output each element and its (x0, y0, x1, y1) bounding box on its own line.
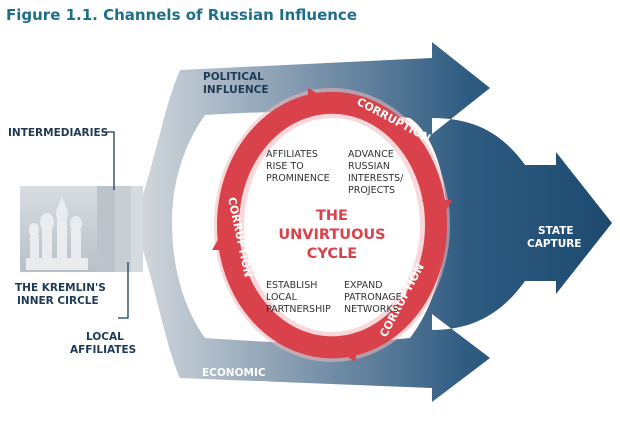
step-bottom-left-line2: LOCAL (266, 292, 298, 303)
step-bottom-right-line1: EXPAND (344, 280, 383, 291)
cycle-arc-left (216, 224, 341, 359)
inner-circle-label-line1: THE KREMLIN'S (15, 282, 106, 294)
cycle-title-line2: UNVIRTUOUS (278, 227, 385, 243)
step-bottom-right-line3: NETWORKS (344, 304, 399, 315)
cycle-title-line3: CYCLE (307, 246, 357, 262)
cycle-arc-bottom-right (338, 224, 448, 358)
economic-influence-label-line2: INFLUENCE (202, 380, 268, 392)
cycle-arc-top-left (216, 92, 327, 226)
cycle-arrowhead-left (212, 224, 242, 250)
figure-title: Figure 1.1. Channels of Russian Influenc… (6, 6, 357, 24)
step-top-right-line3: INTERESTS/ (348, 173, 404, 184)
cycle-arrowhead-bottom (330, 332, 356, 362)
step-top-right-line1: ADVANCE (348, 149, 394, 160)
economic-influence-label-line1: ECONOMIC (202, 367, 266, 379)
cycle-arrowhead-top (308, 88, 334, 118)
step-top-right-line2: RUSSIAN (348, 161, 390, 172)
influence-flow-shape (140, 42, 612, 402)
step-top-left-line1: AFFILIATES (266, 149, 318, 160)
step-bottom-right-line2: PATRONAGE (344, 292, 402, 303)
state-capture-label-line1: STATE (538, 225, 574, 237)
cycle-arc-right (324, 91, 448, 226)
intermediaries-label: INTERMEDIARIES (8, 127, 108, 139)
step-bottom-left-line1: ESTABLISH (266, 280, 317, 291)
political-influence-label-line2: INFLUENCE (203, 84, 269, 96)
kremlin-image (20, 186, 143, 272)
local-affiliates-label-line2: AFFILIATES (70, 344, 136, 356)
unvirtuous-cycle-ring (212, 88, 452, 362)
political-influence-label-line1: POLITICAL (203, 71, 264, 83)
local-affiliates-label-line1: LOCAL (86, 331, 124, 343)
step-top-right-line4: PROJECTS (348, 185, 395, 196)
state-capture-label-line2: CAPTURE (527, 238, 581, 250)
leader-lines (102, 131, 129, 319)
step-bottom-left-line3: PARTNERSHIP (266, 304, 331, 315)
step-top-left-line2: RISE TO (266, 161, 304, 172)
cycle-arrowhead-right (422, 200, 452, 226)
inner-circle-label-line2: INNER CIRCLE (17, 295, 99, 307)
cycle-title-line1: THE (316, 208, 348, 224)
step-top-left-line3: PROMINENCE (266, 173, 330, 184)
